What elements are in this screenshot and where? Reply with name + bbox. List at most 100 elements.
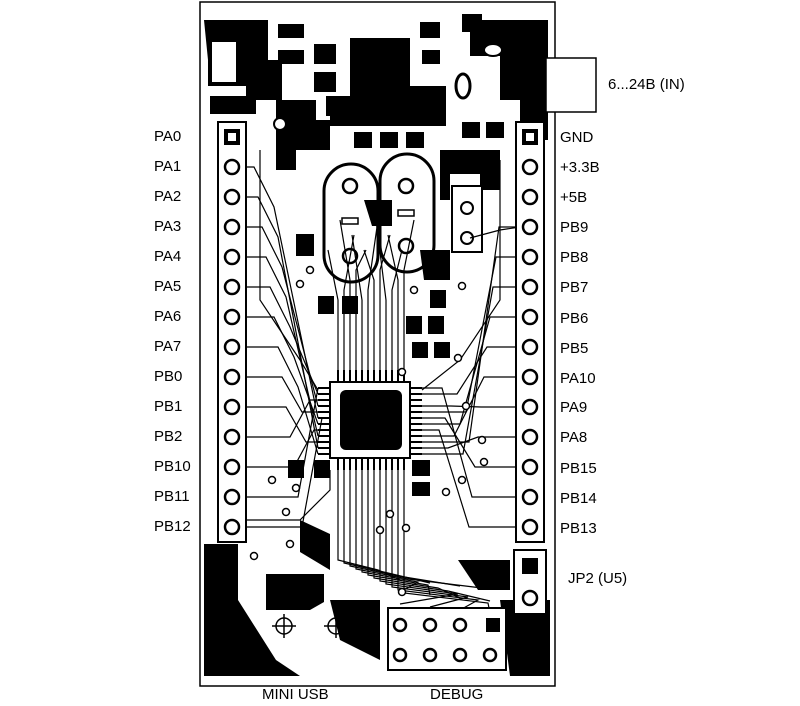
debug-label: DEBUG (430, 686, 484, 703)
debug-pin (422, 647, 438, 663)
mount-holes (272, 614, 348, 638)
power-connector (545, 57, 597, 140)
trace (239, 196, 319, 449)
header-pin (521, 488, 539, 506)
header-pin (521, 278, 539, 296)
pin-label-pa8: PA8 (560, 429, 588, 446)
header-pin (223, 308, 241, 326)
pin-label-pa3: PA3 (154, 218, 182, 235)
pin-label-pa2: PA2 (154, 188, 182, 205)
pin-label-pa1: PA1 (154, 158, 182, 175)
right-header (515, 121, 545, 543)
trace (351, 234, 363, 370)
trace (422, 346, 523, 395)
trace (391, 470, 469, 608)
trace (387, 234, 399, 370)
pin-label-5v: +5B (560, 189, 588, 206)
trace (355, 249, 367, 370)
header-pin (223, 248, 241, 266)
pin-label-pb12: PB12 (154, 518, 191, 535)
header-pin (223, 518, 241, 536)
trace (355, 470, 491, 590)
trace (379, 234, 391, 370)
header-pin (521, 428, 539, 446)
trace (367, 219, 379, 370)
debug-pin (422, 617, 438, 633)
header-pin (223, 338, 241, 356)
pin-label-pb10: PB10 (154, 458, 191, 475)
trace (239, 417, 323, 528)
power-area-copper (204, 14, 548, 280)
trace (379, 470, 491, 602)
pin-label-pb2: PB2 (154, 428, 183, 445)
pin-label-pa4: PA4 (154, 248, 182, 265)
trace (363, 249, 375, 370)
pin-label-gnd: GND (560, 129, 594, 146)
header-pin (521, 338, 539, 356)
pin-label-pb6: PB6 (560, 310, 589, 327)
pin-label-3v3: +3.3B (560, 159, 600, 176)
trace (422, 429, 523, 528)
trace (422, 387, 523, 498)
header-pin (223, 458, 241, 476)
trace (422, 417, 523, 468)
header-pin (521, 158, 539, 176)
trace (422, 316, 523, 425)
pin-label-pb1: PB1 (154, 398, 183, 415)
trace (422, 256, 523, 413)
jumper-jp2 (513, 549, 547, 615)
jumper-label: JP2 (U5) (568, 570, 628, 587)
pin-label-pb9: PB9 (560, 219, 589, 236)
bottom-copper (204, 520, 550, 676)
header-pin (223, 278, 241, 296)
pin-label-pa5: PA5 (154, 278, 182, 295)
pin-hole (526, 133, 534, 141)
trace (239, 226, 319, 407)
smd-pads (288, 132, 450, 496)
header-pin (521, 188, 539, 206)
trace (239, 399, 318, 438)
trace (403, 219, 415, 370)
usb-label: MINI USB (262, 686, 329, 703)
header-pin (521, 458, 539, 476)
pin-label-pb13: PB13 (560, 520, 597, 537)
trace (391, 249, 403, 370)
debug-pin (452, 617, 468, 633)
debug-pin (392, 647, 408, 663)
header-pin (223, 188, 241, 206)
trace (239, 406, 318, 443)
trace (239, 286, 319, 395)
header-pin (223, 398, 241, 416)
trace (239, 387, 319, 498)
header-pin (223, 368, 241, 386)
trace (375, 219, 387, 370)
header-pin (521, 518, 539, 536)
header-pin (521, 218, 539, 236)
trace (422, 286, 523, 455)
left-header (217, 121, 247, 543)
pin-label-pb14: PB14 (560, 490, 597, 507)
header-pin (521, 248, 539, 266)
trace (339, 219, 351, 370)
debug-pin (392, 617, 408, 633)
mcu-pins (318, 370, 422, 470)
header-pin (223, 218, 241, 236)
trace (422, 436, 523, 449)
debug-pin (452, 647, 468, 663)
trace (240, 470, 331, 521)
header-pins (223, 129, 539, 536)
trace (343, 234, 355, 370)
pin-label-pa7: PA7 (154, 338, 182, 355)
pin-label-pa0: PA0 (154, 128, 182, 145)
debug-pins (392, 617, 498, 663)
pin-label-pb8: PB8 (560, 249, 589, 266)
pin-label-pb7: PB7 (560, 279, 589, 296)
trace (397, 470, 480, 611)
trace (385, 470, 459, 605)
power-input-label: 6...24B (IN) (608, 76, 685, 93)
trace (239, 376, 318, 413)
pin-label-pa10: PA10 (560, 370, 596, 387)
debug-pin (482, 647, 498, 663)
mcu-chip (329, 381, 411, 459)
